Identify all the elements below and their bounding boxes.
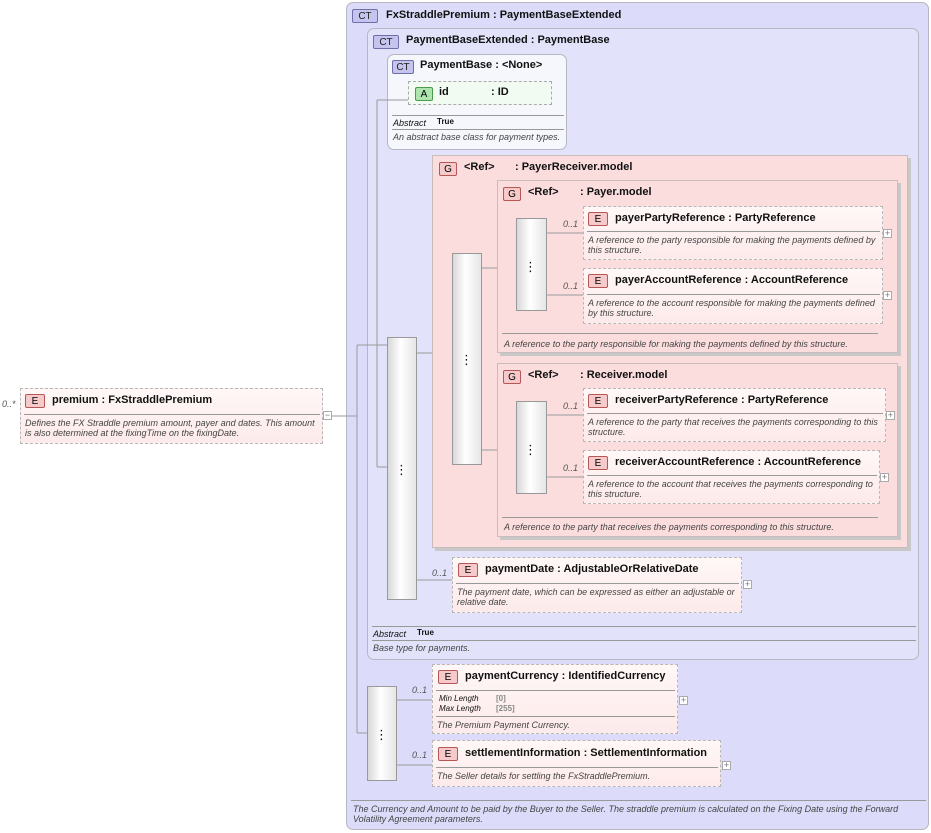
element-cardinality: 0..1 — [563, 281, 579, 291]
element-cardinality: 0..1 — [432, 568, 448, 578]
complex-type-badge: CT — [392, 60, 414, 74]
element-doc: A reference to the account responsible f… — [588, 298, 875, 318]
expand-toggle[interactable]: + — [743, 579, 752, 589]
element-name: receiverPartyReference : PartyReference — [615, 394, 829, 406]
element-cardinality: 0..1 — [412, 750, 428, 760]
root-element-premium[interactable]: E premium : FxStraddlePremium Defines th… — [20, 388, 323, 444]
element-cardinality: 0..1 — [563, 401, 579, 411]
min-length-label: Min Length — [439, 694, 479, 703]
element-receiver-account-reference[interactable]: E receiverAccountReference : AccountRefe… — [583, 450, 880, 504]
group-type: : PayerReceiver.model — [515, 161, 633, 173]
group-badge: G — [503, 187, 521, 201]
sequence-icon: ⋮ — [524, 259, 537, 274]
min-length-value: [0] — [496, 694, 506, 703]
sequence-compositor-payer-receiver[interactable]: ⋮ — [452, 253, 482, 465]
element-name: receiverAccountReference : AccountRefere… — [615, 456, 861, 468]
expand-toggle[interactable]: + — [679, 695, 688, 705]
group-type: : Receiver.model — [580, 369, 668, 381]
base-title: PaymentBase : <None> — [420, 59, 543, 71]
group-ref: <Ref> — [464, 161, 495, 173]
abstract-label: Abstract — [393, 118, 427, 128]
element-name: premium : FxStraddlePremium — [52, 394, 213, 406]
element-badge: E — [588, 394, 608, 408]
root-cardinality: 0..* — [2, 399, 16, 409]
complex-type-badge: CT — [352, 9, 378, 23]
sequence-compositor-receiver[interactable]: ⋮ — [516, 401, 547, 494]
element-doc: The Seller details for settling the FxSt… — [437, 771, 651, 781]
expand-toggle[interactable]: + — [883, 290, 892, 300]
group-doc: A reference to the party responsible for… — [504, 339, 848, 349]
outer-title: FxStraddlePremium : PaymentBaseExtended — [386, 9, 621, 21]
element-badge: E — [438, 747, 458, 761]
group-ref: <Ref> — [528, 186, 559, 198]
max-length-value: [255] — [496, 704, 515, 713]
element-badge: E — [438, 670, 458, 684]
element-badge: E — [588, 456, 608, 470]
max-length-label: Max Length — [439, 704, 481, 713]
group-type: : Payer.model — [580, 186, 652, 198]
abstract-label: Abstract — [373, 629, 407, 639]
base-complex-type: CT PaymentBase : <None> A id : ID Abstra… — [387, 54, 567, 150]
sequence-compositor-outer[interactable]: ⋮ — [367, 686, 397, 781]
abstract-value: True — [437, 117, 454, 126]
element-payment-currency[interactable]: E paymentCurrency : IdentifiedCurrency M… — [432, 664, 678, 734]
element-name: settlementInformation : SettlementInform… — [465, 747, 708, 759]
complex-type-badge: CT — [373, 35, 399, 49]
element-payment-date[interactable]: E paymentDate : AdjustableOrRelativeDate… — [452, 557, 742, 613]
extended-doc: Base type for payments. — [373, 643, 471, 653]
element-settlement-information[interactable]: E settlementInformation : SettlementInfo… — [432, 740, 721, 787]
element-doc: Defines the FX Straddle premium amount, … — [25, 418, 315, 438]
outer-type: : PaymentBaseExtended — [492, 9, 622, 21]
element-doc: The Premium Payment Currency. — [437, 720, 570, 730]
attribute-id[interactable]: A id : ID — [408, 81, 552, 105]
element-cardinality: 0..1 — [563, 463, 579, 473]
extended-title: PaymentBaseExtended : PaymentBase — [406, 34, 610, 46]
group-ref: <Ref> — [528, 369, 559, 381]
attribute-name: id — [439, 86, 449, 98]
sequence-icon: ⋮ — [375, 727, 388, 742]
element-name: paymentCurrency : IdentifiedCurrency — [465, 670, 666, 682]
element-badge: E — [588, 274, 608, 288]
group-doc: A reference to the party that receives t… — [504, 522, 834, 532]
element-doc: A reference to the party that receives t… — [588, 417, 878, 437]
expand-toggle[interactable]: + — [722, 760, 731, 770]
element-receiver-party-reference[interactable]: E receiverPartyReference : PartyReferenc… — [583, 388, 886, 442]
element-badge: E — [458, 563, 478, 577]
base-doc: An abstract base class for payment types… — [393, 132, 561, 142]
element-cardinality: 0..1 — [563, 219, 579, 229]
sequence-compositor-extension[interactable]: ⋮ — [387, 337, 417, 600]
abstract-value: True — [417, 628, 434, 637]
sequence-icon: ⋮ — [524, 442, 537, 457]
collapse-toggle[interactable]: − — [323, 410, 332, 420]
sequence-icon: ⋮ — [395, 462, 408, 477]
element-payer-account-reference[interactable]: E payerAccountReference : AccountReferen… — [583, 268, 883, 324]
attribute-badge: A — [415, 87, 433, 101]
expand-toggle[interactable]: + — [880, 472, 889, 482]
element-doc: A reference to the party responsible for… — [588, 235, 876, 255]
outer-doc: The Currency and Amount to be paid by th… — [353, 804, 899, 824]
sequence-compositor-payer[interactable]: ⋮ — [516, 218, 547, 311]
element-doc: A reference to the account that receives… — [588, 479, 873, 499]
outer-name: FxStraddlePremium — [386, 9, 490, 21]
element-cardinality: 0..1 — [412, 685, 428, 695]
element-doc: The payment date, which can be expressed… — [457, 587, 735, 607]
expand-toggle[interactable]: + — [886, 410, 895, 420]
element-payer-party-reference[interactable]: E payerPartyReference : PartyReference A… — [583, 206, 883, 260]
attribute-type: : ID — [491, 86, 509, 98]
element-name: paymentDate : AdjustableOrRelativeDate — [485, 563, 699, 575]
element-badge: E — [25, 394, 45, 408]
sequence-icon: ⋮ — [460, 352, 473, 367]
expand-toggle[interactable]: + — [883, 228, 892, 238]
element-badge: E — [588, 212, 608, 226]
element-name: payerPartyReference : PartyReference — [615, 212, 816, 224]
group-badge: G — [439, 162, 457, 176]
group-badge: G — [503, 370, 521, 384]
element-name: payerAccountReference : AccountReference — [615, 274, 849, 286]
